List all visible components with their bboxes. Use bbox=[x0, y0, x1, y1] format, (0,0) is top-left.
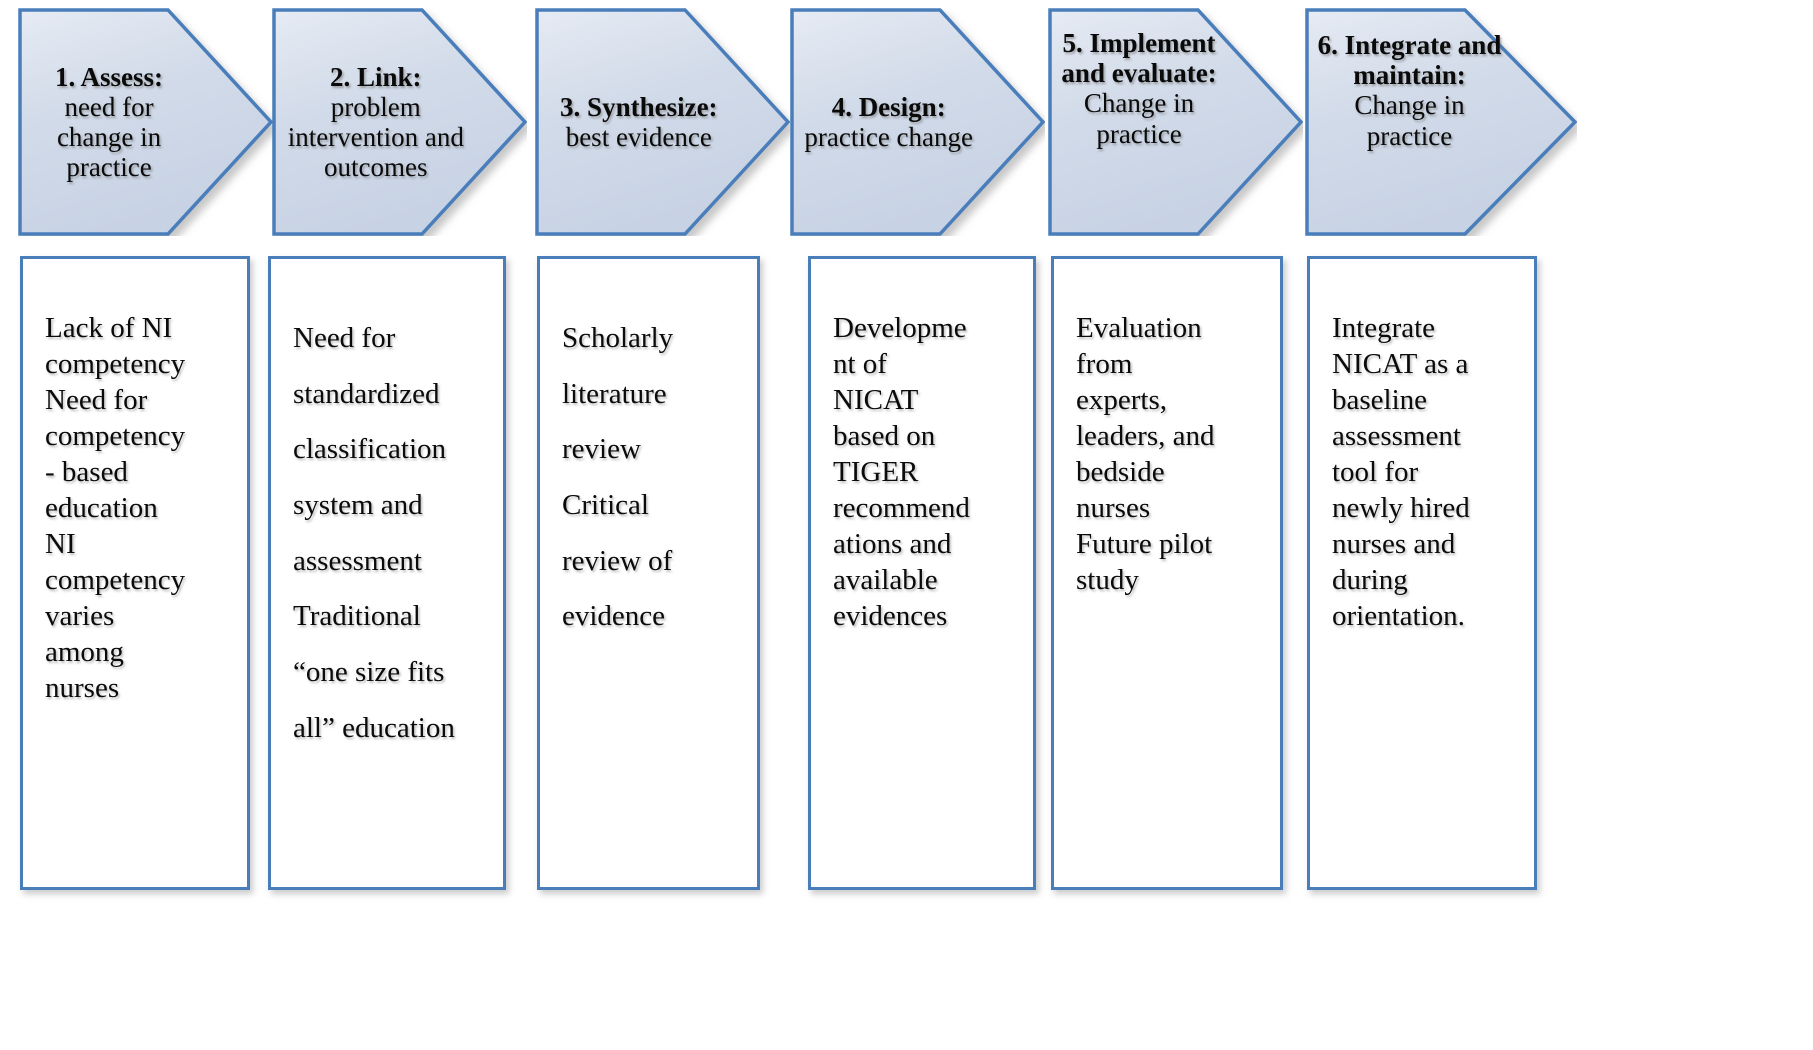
chevron-step-4-heading: 4. Design: bbox=[831, 91, 946, 122]
chevron-step-6: 6. Integrate and maintain: Change in pra… bbox=[1305, 8, 1577, 236]
detail-box-1: Lack of NI competency Need for competenc… bbox=[20, 256, 250, 890]
detail-box-6-text: Integrate NICAT as a baseline assessment… bbox=[1332, 312, 1470, 632]
detail-box-6: Integrate NICAT as a baseline assessment… bbox=[1307, 256, 1537, 890]
chevron-shape-icon bbox=[272, 8, 527, 236]
detail-box-4: Developme nt of NICAT based on TIGER rec… bbox=[808, 256, 1036, 890]
chevron-step-5: 5. Implement and evaluate: Change in pra… bbox=[1048, 8, 1303, 236]
detail-box-3-text: Scholarly literature review Critical rev… bbox=[562, 322, 674, 633]
chevron-shape-icon bbox=[790, 8, 1045, 236]
chevron-step-2-heading: 2. Link: bbox=[330, 61, 422, 92]
chevron-arrow-row: 1. Assess: need for change in practice 2… bbox=[0, 0, 1813, 250]
detail-box-5: Evaluation from experts, leaders, and be… bbox=[1051, 256, 1283, 890]
chevron-step-1-body: need for change in practice bbox=[56, 91, 162, 183]
detail-box-4-text: Developme nt of NICAT based on TIGER rec… bbox=[833, 312, 970, 632]
detail-box-5-text: Evaluation from experts, leaders, and be… bbox=[1076, 312, 1215, 596]
chevron-step-3-body: best evidence bbox=[565, 122, 712, 152]
chevron-shape-icon bbox=[18, 8, 273, 236]
chevron-step-3-text: 3. Synthesize: best evidence bbox=[535, 92, 731, 152]
chevron-step-4: 4. Design: practice change bbox=[790, 8, 1045, 236]
detail-box-2-text: Need for standardized classification sys… bbox=[293, 322, 455, 744]
chevron-step-3-heading: 3. Synthesize: bbox=[560, 91, 718, 122]
chevron-shape-icon bbox=[1305, 8, 1577, 236]
chevron-step-6-body: Change in practice bbox=[1354, 90, 1465, 151]
chevron-step-1-text: 1. Assess: need for change in practice bbox=[18, 62, 188, 183]
chevron-step-6-heading: 6. Integrate and maintain: bbox=[1317, 30, 1502, 91]
chevron-step-5-body: Change in practice bbox=[1083, 88, 1195, 149]
chevron-step-2: 2. Link: problem intervention and outcom… bbox=[272, 8, 527, 236]
detail-box-1-text: Lack of NI competency Need for competenc… bbox=[45, 312, 186, 704]
chevron-step-4-body: practice change bbox=[804, 122, 974, 152]
chevron-step-5-heading: 5. Implement and evaluate: bbox=[1061, 28, 1217, 89]
detail-box-3: Scholarly literature review Critical rev… bbox=[537, 256, 760, 890]
chevron-step-3: 3. Synthesize: best evidence bbox=[535, 8, 790, 236]
chevron-step-4-text: 4. Design: practice change bbox=[790, 92, 975, 152]
chevron-step-2-text: 2. Link: problem intervention and outcom… bbox=[272, 62, 468, 183]
detail-box-2: Need for standardized classification sys… bbox=[268, 256, 506, 890]
chevron-step-6-text: 6. Integrate and maintain: Change in pra… bbox=[1305, 8, 1502, 151]
chevron-shape-icon bbox=[1048, 8, 1303, 236]
chevron-step-5-text: 5. Implement and evaluate: Change in pra… bbox=[1048, 8, 1218, 149]
chevron-shape-icon bbox=[535, 8, 790, 236]
chevron-step-2-body: problem intervention and outcomes bbox=[287, 91, 464, 183]
chevron-step-1-heading: 1. Assess: bbox=[55, 61, 164, 92]
chevron-step-1: 1. Assess: need for change in practice bbox=[18, 8, 273, 236]
